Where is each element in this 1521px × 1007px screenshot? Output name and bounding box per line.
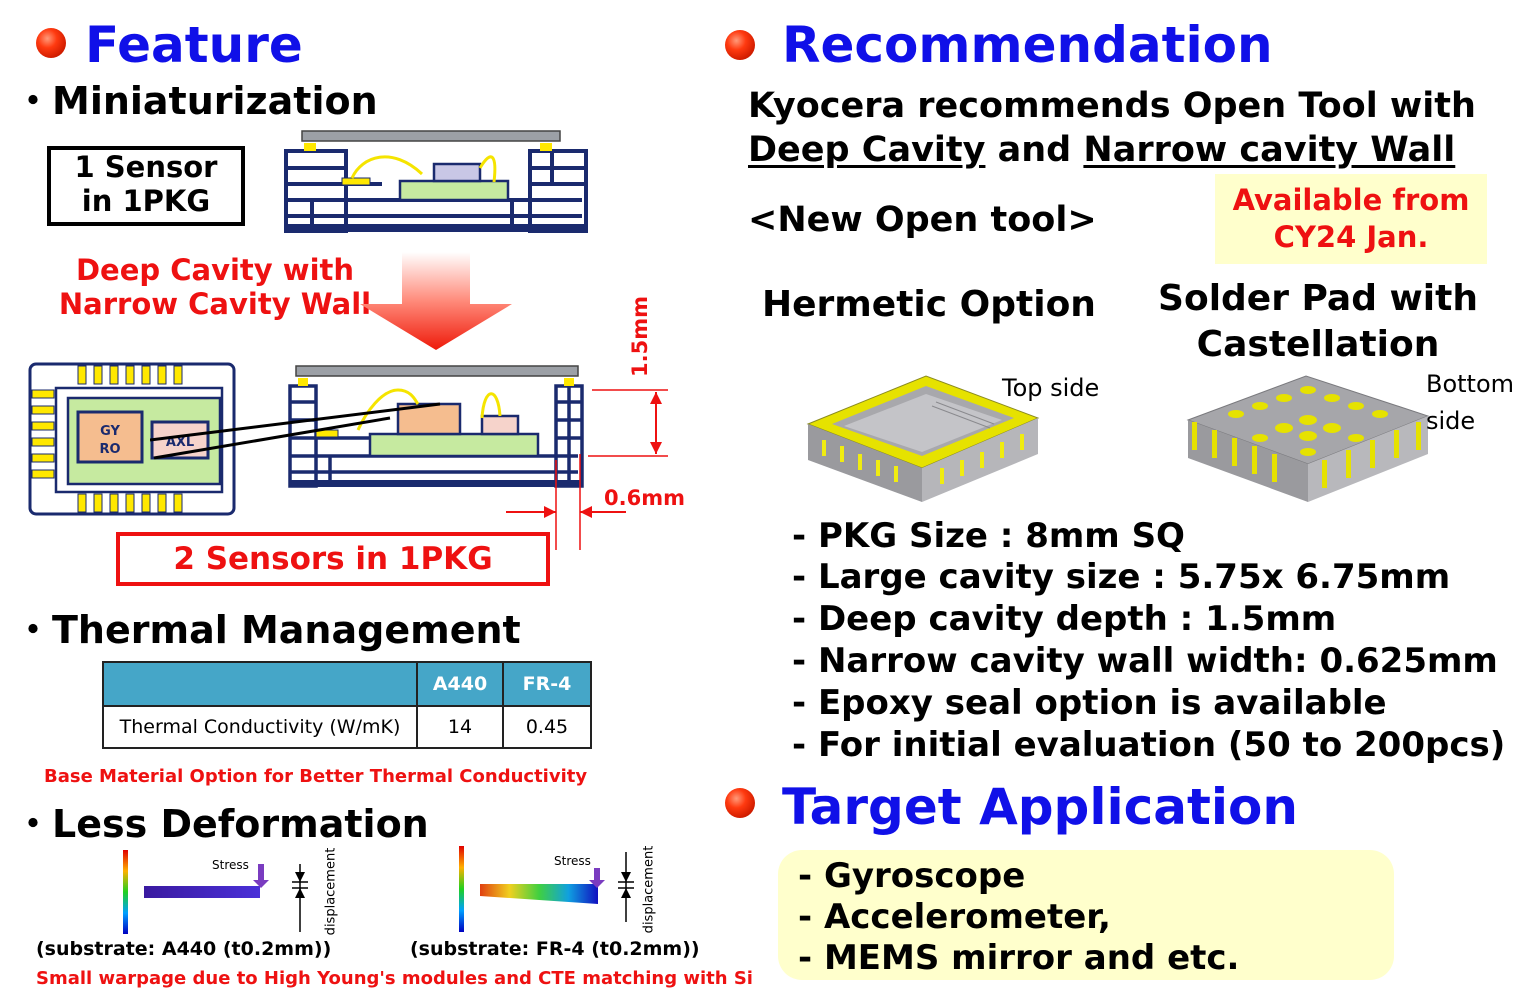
thermal-heading: ・Thermal Management xyxy=(14,608,521,652)
thermal-table-header: A440 FR-4 xyxy=(102,661,592,707)
bottom-side-label: Bottom side xyxy=(1426,366,1514,440)
down-arrow-icon xyxy=(360,252,512,350)
hermetic-package-image xyxy=(806,375,1040,502)
narrow-wall-text: Narrow cavity Wall xyxy=(1083,130,1456,170)
bottom-side-line2: side xyxy=(1426,407,1476,435)
axl-label: AXL xyxy=(166,435,194,450)
deep-cavity-line1: Deep Cavity with xyxy=(75,253,355,287)
recommendation-line1: Kyocera recommends Open Tool with xyxy=(748,86,1476,126)
gyro-label-line2: RO xyxy=(99,442,120,457)
deformation-note: Small warpage due to High Young's module… xyxy=(36,968,753,989)
deep-cavity-line2: Narrow Cavity Wall xyxy=(58,287,372,321)
thermal-header-fr4: FR-4 xyxy=(502,661,592,707)
availability-line2: CY24 Jan. xyxy=(1273,220,1429,254)
fr4-simulation-image: Stress xyxy=(456,842,686,936)
availability-box: Available from CY24 Jan. xyxy=(1215,174,1487,264)
solder-pad-line1: Solder Pad with xyxy=(1158,278,1478,319)
thermal-row-label: Thermal Conductivity (W/mK) xyxy=(102,705,418,749)
single-sensor-package-diagram xyxy=(284,130,588,233)
thermal-note: Base Material Option for Better Thermal … xyxy=(44,766,588,787)
solder-pad-label: Solder Pad with Castellation xyxy=(1140,276,1496,368)
thermal-row-a440: 14 xyxy=(416,705,504,749)
and-text: and xyxy=(997,130,1072,170)
stress-label-fr4: Stress xyxy=(554,854,591,868)
gyro-label-line1: GY xyxy=(100,424,120,439)
two-sensors-box: 2 Sensors in 1PKG xyxy=(116,532,550,586)
hermetic-option-label: Hermetic Option xyxy=(762,284,1096,325)
recommendation-heading: Recommendation xyxy=(782,16,1273,74)
target-item-accelerometer: - Accelerometer, xyxy=(798,897,1111,937)
dim-height-label: 1.5mm xyxy=(628,296,652,377)
recommendation-bullet-icon xyxy=(725,30,755,60)
dimension-markers xyxy=(506,389,668,550)
one-sensor-line1: 1 Sensor xyxy=(74,150,218,184)
spec-item-cavity-size: - Large cavity size : 5.75x 6.75mm xyxy=(792,557,1451,597)
displacement-label-a440: displacement xyxy=(323,847,339,936)
substrate-fr4-caption: (substrate: FR-4 (t0.2mm)) xyxy=(410,938,700,960)
spec-item-wall-width: - Narrow cavity wall width: 0.625mm xyxy=(792,641,1498,681)
target-bullet-icon xyxy=(725,788,755,818)
target-item-gyroscope: - Gyroscope xyxy=(798,856,1026,896)
spec-item-evaluation: - For initial evaluation (50 to 200pcs) xyxy=(792,725,1506,765)
thermal-header-blank xyxy=(102,661,418,707)
dim-wall-label: 0.6mm xyxy=(604,486,685,510)
deformation-heading: ・Less Deformation xyxy=(14,802,429,846)
deep-cavity-package-diagram xyxy=(288,365,584,488)
substrate-a440-caption: (substrate: A440 (t0.2mm)) xyxy=(36,938,332,960)
displacement-label-fr4: displacement xyxy=(641,845,657,934)
stress-label-a440: Stress xyxy=(212,858,249,872)
spec-item-epoxy-seal: - Epoxy seal option is available xyxy=(792,683,1387,723)
table-row: Thermal Conductivity (W/mK) 14 0.45 xyxy=(102,705,592,749)
thermal-row-fr4: 0.45 xyxy=(502,705,592,749)
thermal-header-a440: A440 xyxy=(416,661,504,707)
one-sensor-line2: in 1PKG xyxy=(81,184,211,218)
new-open-tool-label: <New Open tool> xyxy=(748,200,1097,240)
solder-pad-package-image xyxy=(1186,375,1430,502)
target-heading: Target Application xyxy=(782,778,1298,836)
target-item-mems-mirror: - MEMS mirror and etc. xyxy=(798,938,1240,978)
top-view-package-diagram: GY RO AXL xyxy=(28,362,236,516)
thermal-table: A440 FR-4 Thermal Conductivity (W/mK) 14… xyxy=(102,661,592,749)
deep-cavity-text: Deep Cavity xyxy=(748,130,986,170)
feature-bullet-icon xyxy=(36,28,66,58)
availability-line1: Available from xyxy=(1232,183,1470,217)
top-side-label: Top side xyxy=(1002,374,1100,402)
spec-item-cavity-depth: - Deep cavity depth : 1.5mm xyxy=(792,599,1337,639)
target-list-box xyxy=(778,850,1394,980)
solder-pad-line2: Castellation xyxy=(1196,324,1440,365)
one-sensor-box: 1 Sensor in 1PKG xyxy=(47,146,245,226)
feature-heading: Feature xyxy=(85,16,303,74)
bottom-side-line1: Bottom xyxy=(1426,370,1515,398)
spec-item-pkg-size: - PKG Size : 8mm SQ xyxy=(792,516,1185,556)
a440-simulation-image: Stress xyxy=(120,846,350,938)
connector-lines xyxy=(150,402,441,460)
miniaturization-heading: ・Miniaturization xyxy=(14,79,378,123)
deep-cavity-label: Deep Cavity with Narrow Cavity Wall xyxy=(50,253,380,321)
recommendation-line2: Deep Cavity and Narrow cavity Wall xyxy=(748,130,1455,170)
